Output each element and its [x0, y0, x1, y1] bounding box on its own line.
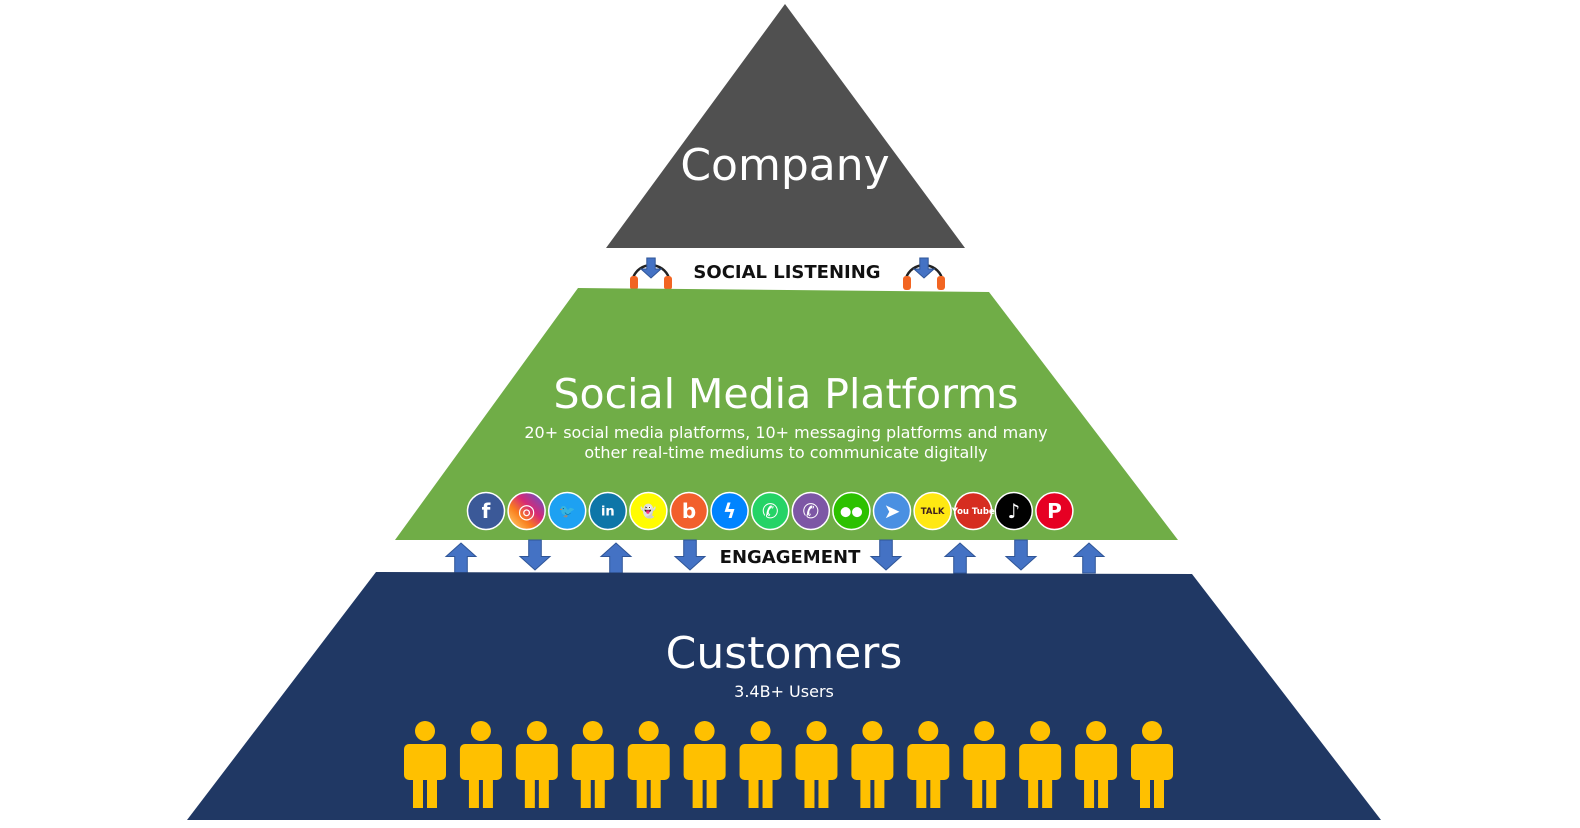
headphone-cup-icon — [903, 276, 911, 290]
customer-people-row — [404, 721, 1173, 808]
arrow-up-icon — [1072, 542, 1106, 574]
svg-text:✆: ✆ — [802, 499, 819, 523]
arrow-down-icon — [869, 539, 903, 571]
svg-text:🐦: 🐦 — [559, 505, 575, 520]
person-icon — [795, 721, 838, 808]
arrow-down-icon — [1004, 539, 1038, 571]
kakaotalk-icon: TALK — [913, 491, 952, 531]
svg-text:👻: 👻 — [640, 503, 656, 520]
arrow-down-icon — [518, 539, 552, 571]
headphone-cup-icon — [664, 276, 672, 290]
person-icon — [963, 721, 1006, 808]
engagement-arrows — [444, 539, 1106, 574]
svg-text:in: in — [601, 505, 615, 520]
svg-text:P: P — [1047, 499, 1062, 523]
arrow-down-icon — [912, 257, 936, 279]
svg-text:✆: ✆ — [762, 499, 779, 523]
customers-subtitle: 3.4B+ Users — [734, 682, 834, 701]
whatsapp-icon: ✆ — [750, 491, 790, 531]
platforms-description-line-1: 20+ social media platforms, 10+ messagin… — [524, 423, 1047, 442]
person-icon — [627, 721, 670, 808]
platforms-title: Social Media Platforms — [553, 370, 1018, 418]
social-listening-label: SOCIAL LISTENING — [693, 262, 880, 283]
pinterest-icon: P — [1035, 491, 1074, 531]
badoo-icon: b — [669, 491, 709, 531]
customers-title: Customers — [666, 628, 903, 679]
engagement-label: ENGAGEMENT — [720, 547, 861, 568]
person-icon — [404, 721, 446, 808]
snapchat-icon: 👻 — [629, 491, 668, 531]
company-title: Company — [680, 140, 889, 191]
company-tier — [606, 4, 965, 248]
svg-text:ϟ: ϟ — [723, 499, 736, 523]
linkedin-icon: in — [588, 491, 628, 531]
svg-text:➤: ➤ — [884, 499, 901, 523]
person-icon — [459, 721, 502, 808]
platform-icons-row: f ◎ 🐦 in 👻 b ϟ ✆ ✆ ●● ➤ TALK You Tube ♪ P — [466, 491, 1074, 531]
person-icon — [1131, 721, 1173, 808]
arrow-down-icon — [673, 539, 707, 571]
wechat-icon: ●● — [832, 491, 871, 531]
person-icon — [1019, 721, 1062, 808]
youtube-icon: You Tube — [951, 491, 995, 531]
svg-text:You Tube: You Tube — [951, 507, 995, 517]
person-icon — [571, 721, 614, 808]
instagram-icon: ◎ — [507, 491, 546, 531]
arrow-down-icon — [639, 257, 663, 279]
twitter-icon: 🐦 — [547, 491, 587, 531]
facebook-icon: f — [466, 491, 506, 531]
svg-text:b: b — [682, 499, 696, 523]
telegram-like-icon: ➤ — [872, 491, 912, 531]
messenger-icon: ϟ — [710, 491, 749, 531]
svg-text:●●: ●● — [840, 505, 863, 520]
svg-text:◎: ◎ — [518, 499, 535, 523]
arrow-up-icon — [599, 542, 633, 574]
arrow-up-icon — [444, 542, 478, 574]
platforms-tier — [395, 288, 1178, 540]
headphone-arrow-icon-right — [903, 257, 945, 290]
svg-text:f: f — [482, 499, 491, 523]
svg-text:♪: ♪ — [1007, 499, 1020, 523]
svg-text:TALK: TALK — [921, 507, 945, 517]
headphone-cup-icon — [630, 276, 638, 290]
headphone-cup-icon — [937, 276, 945, 290]
person-icon — [683, 721, 726, 808]
headphone-arrow-icon-left — [630, 257, 672, 290]
person-icon — [851, 721, 894, 808]
arrow-up-icon — [943, 542, 977, 574]
viber-icon: ✆ — [791, 491, 831, 531]
person-icon — [515, 721, 558, 808]
person-icon — [739, 721, 782, 808]
person-icon — [907, 721, 950, 808]
platforms-description-line-2: other real-time mediums to communicate d… — [584, 443, 987, 462]
person-icon — [1075, 721, 1118, 808]
tiktok-icon: ♪ — [994, 491, 1034, 531]
